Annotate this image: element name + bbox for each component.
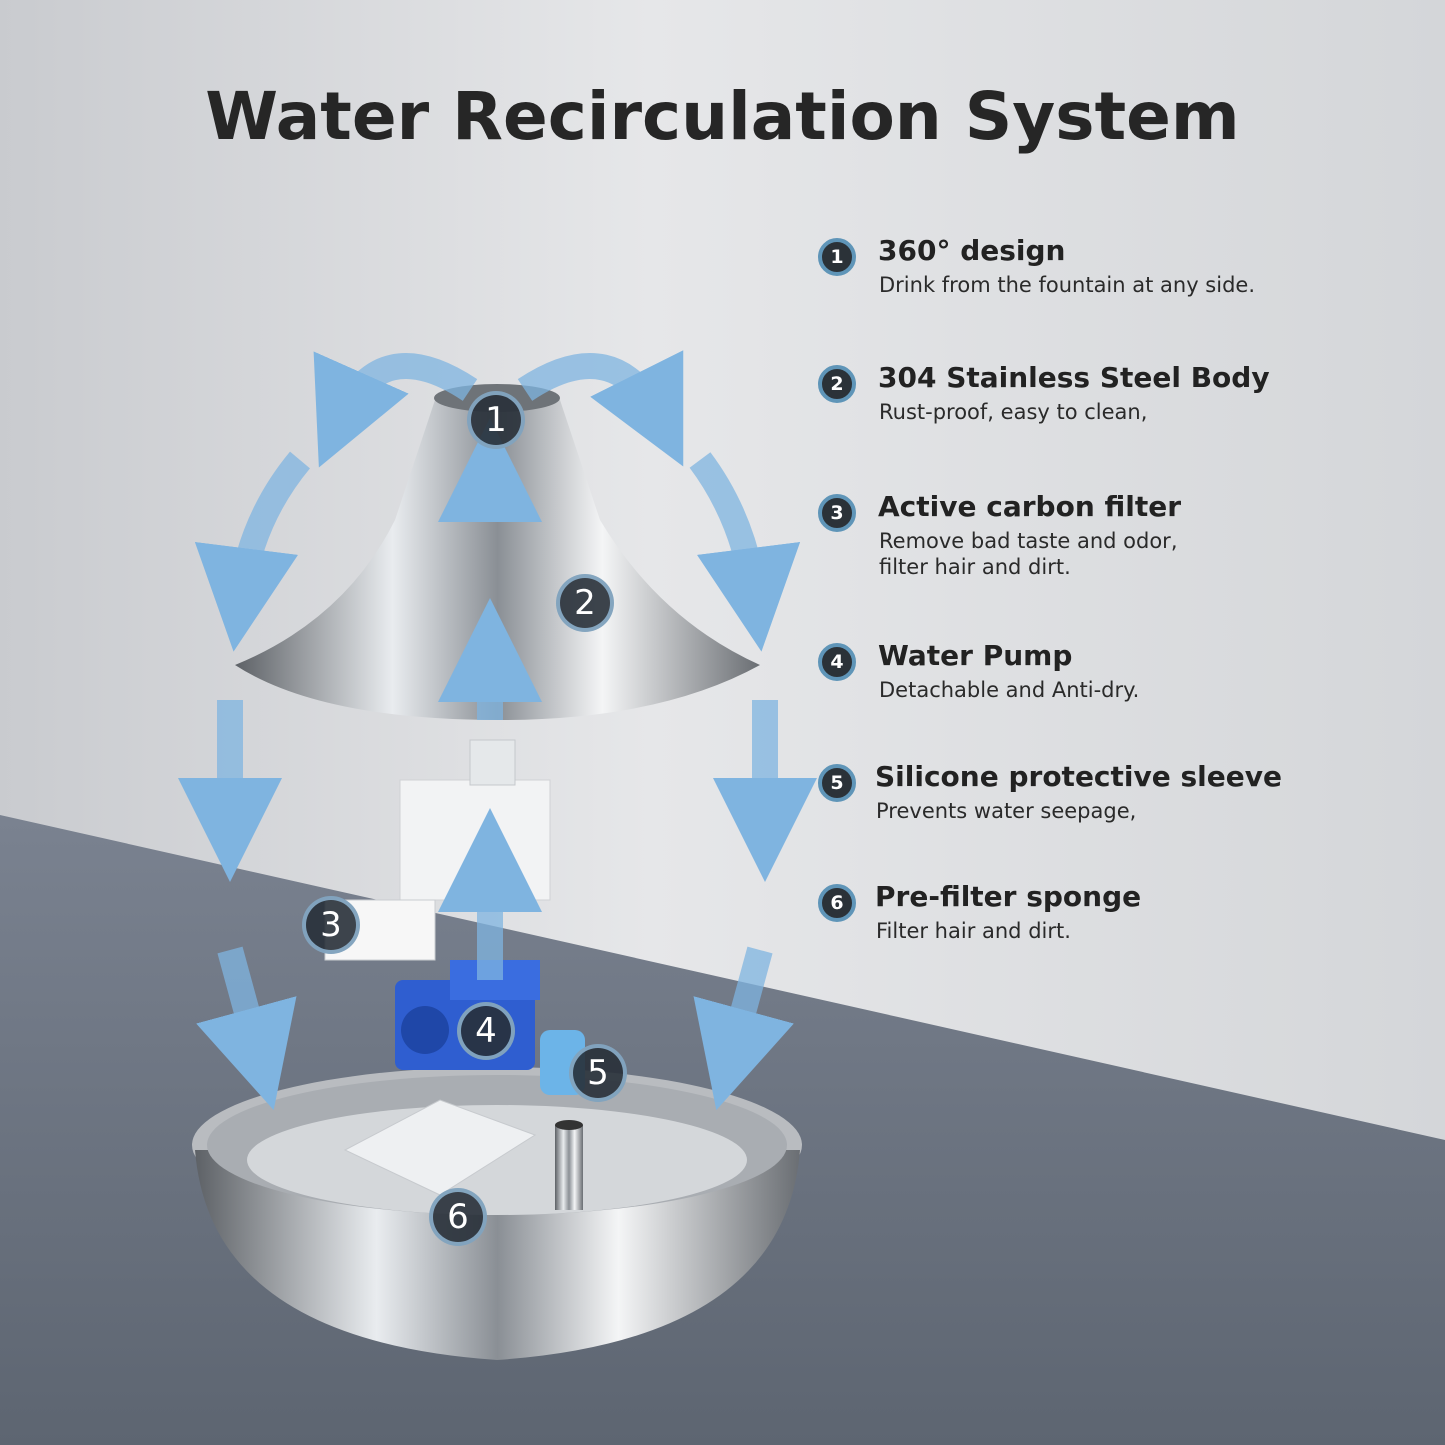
callout-1: 1 [467,391,525,449]
feature-heading: 360° design [878,234,1066,267]
number-badge: 5 [818,764,856,802]
stainless-bowl [192,1067,802,1360]
number-badge: 1 [818,238,856,276]
feature-heading: Water Pump [878,639,1073,672]
feature-description: Filter hair and dirt. [876,919,1071,943]
number-badge: 2 [818,365,856,403]
feature-heading: Silicone protective sleeve [875,760,1282,793]
pre-filter-sponge [343,1099,537,1196]
feature-heading: Active carbon filter [878,490,1182,523]
number-badge: 4 [818,643,856,681]
feature-description: Detachable and Anti-dry. [879,678,1140,702]
pipe [469,739,516,786]
callout-6: 6 [429,1188,487,1246]
feature-description: Remove bad taste and odor, filter hair a… [879,529,1178,579]
callout-2: 2 [556,574,614,632]
feature-description: Prevents water seepage, [876,799,1137,823]
callout-4: 4 [457,1002,515,1060]
callout-3: 3 [302,896,360,954]
filter-housing [399,779,551,901]
feature-description: Rust-proof, easy to clean, [879,400,1148,424]
number-badge: 6 [818,884,856,922]
feature-description: Drink from the fountain at any side. [879,273,1256,297]
callout-5: 5 [569,1044,627,1102]
water-flow-arrows [178,350,817,1111]
feature-heading: Pre-filter sponge [875,880,1142,913]
page-title: Water Recirculation System [205,78,1240,155]
feature-heading: 304 Stainless Steel Body [878,361,1270,394]
number-badge: 3 [818,494,856,532]
